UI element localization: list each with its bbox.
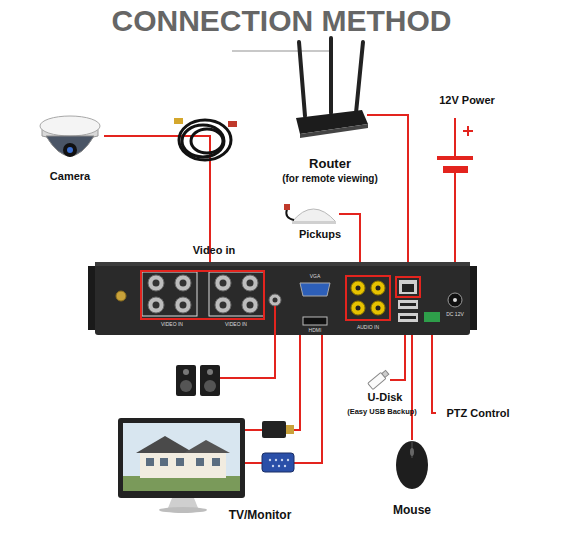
cable-line xyxy=(367,115,408,262)
port-label: HDMI xyxy=(309,328,322,333)
port-label: VGA xyxy=(310,274,321,279)
mouse xyxy=(396,441,428,489)
cable-line xyxy=(390,335,405,380)
device-label: Camera xyxy=(50,171,90,182)
title-rule xyxy=(232,50,332,52)
cable-line xyxy=(245,335,300,430)
cable-line xyxy=(245,335,322,463)
usb-disk-node: U-Disk(Easy USB Backup) xyxy=(340,366,390,418)
cable-line xyxy=(454,190,456,262)
device-label: 12V Power xyxy=(439,95,495,106)
port-label: VIDEO IN xyxy=(161,322,183,327)
microphone-node: Pickups xyxy=(283,198,339,240)
port-label: DC 12V xyxy=(446,312,464,317)
device-label: Mouse xyxy=(393,504,431,516)
cable-plug xyxy=(228,121,237,127)
cable-plug xyxy=(174,118,183,124)
cable-line xyxy=(411,335,413,440)
port-label: AUDIO IN xyxy=(357,325,379,330)
device-label: Router xyxy=(309,157,351,170)
dome-camera xyxy=(40,116,100,157)
monitor xyxy=(118,418,245,513)
device-label: (Easy USB Backup) xyxy=(347,408,417,416)
device-label: Video in xyxy=(193,245,236,256)
hdmi-cable-icon xyxy=(262,421,294,438)
dvr-node: VIDEO IN VIDEO IN VGA HDMI AUDIO IN DC 12V Vid… xyxy=(95,262,470,335)
camera-node: Camera xyxy=(38,105,104,167)
mouse-node: Mouse xyxy=(392,440,432,516)
audio-out-wire xyxy=(220,306,275,378)
diagram-title: CONNECTION METHOD xyxy=(0,4,563,37)
device-label: Pickups xyxy=(299,229,341,240)
battery-symbol xyxy=(437,118,473,190)
router-node: Router(for remote viewing) xyxy=(295,38,367,136)
device-label: U-Disk xyxy=(368,392,403,403)
usb-stick xyxy=(368,369,390,389)
ptz-node: PTZ Control xyxy=(436,404,524,422)
router xyxy=(296,38,368,138)
device-label: (for remote viewing) xyxy=(282,174,378,184)
speakers xyxy=(176,365,220,396)
video-input-box: Video in xyxy=(140,270,265,320)
monitor-node: TV/Monitor xyxy=(118,418,245,498)
power-node: 12V Power xyxy=(430,92,490,190)
coax-cable xyxy=(179,120,231,160)
cable-line xyxy=(432,335,436,413)
microphone xyxy=(284,204,336,224)
device-label: PTZ Control xyxy=(447,408,510,419)
port-label: VIDEO IN xyxy=(225,322,247,327)
dvr-recorder xyxy=(88,262,477,335)
vga-cable-icon xyxy=(262,453,294,472)
cable-line xyxy=(339,214,360,262)
device-label: TV/Monitor xyxy=(229,509,292,521)
